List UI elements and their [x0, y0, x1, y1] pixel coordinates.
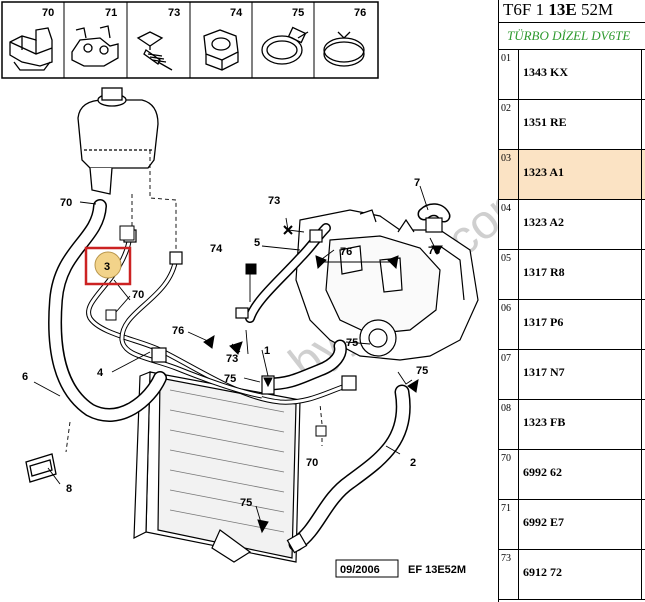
parts-list-panel: T6F 1 13E 52M TÜRBO DİZEL DV6TE 01 1343 K…	[498, 0, 645, 602]
callout-76[interactable]: 76	[172, 325, 184, 337]
part-row-column-edge	[641, 150, 645, 199]
screw-icon	[136, 31, 173, 71]
part-row-column-edge	[641, 500, 645, 549]
part-row-column-edge	[641, 550, 645, 599]
callout-74[interactable]: 74	[210, 243, 223, 255]
part-row-code[interactable]: 1317 N7	[523, 365, 565, 379]
callout-73[interactable]: 73	[226, 353, 238, 365]
part-row-index: 05	[499, 250, 519, 299]
reference-markers	[105, 225, 443, 534]
callout-7[interactable]: 7	[414, 177, 420, 189]
part-row-index: 06	[499, 300, 519, 349]
part-row-code[interactable]: 1351 RE	[523, 115, 567, 129]
part-row-index: 70	[499, 450, 519, 499]
callout-75[interactable]: 75	[416, 365, 428, 377]
callout-3[interactable]: 3	[104, 261, 110, 273]
part-row[interactable]: 73 6912 72	[499, 550, 645, 600]
diagram-date: 09/2006	[340, 564, 380, 576]
part-row-column-edge	[641, 200, 645, 249]
callout-75[interactable]: 75	[346, 337, 358, 349]
callout-73[interactable]: 73	[268, 195, 280, 207]
spring-clamp-icon	[323, 31, 365, 67]
callout-1[interactable]: 1	[264, 345, 270, 357]
icon-num: 71	[105, 7, 117, 19]
icon-strip: 70 71 73 74 75 76	[1, 1, 379, 79]
parts-list: 01 1343 KX 02 1351 RE 03 1323 A1 04 1323 A2 05 13…	[499, 50, 645, 600]
selected-highlight-box	[84, 246, 132, 286]
title-prefix: T6F 1	[503, 0, 549, 19]
part-row-code[interactable]: 1323 FB	[523, 415, 566, 429]
callout-75[interactable]: 75	[224, 373, 236, 385]
part-row-index: 73	[499, 550, 519, 599]
part-row[interactable]: 07 1317 N7	[499, 350, 645, 400]
diagram-ref: EF 13E52M	[408, 564, 466, 576]
part-row-code[interactable]: 6992 E7	[523, 515, 565, 529]
part-row-index: 04	[499, 200, 519, 249]
part-row-index: 71	[499, 500, 519, 549]
icon-num: 70	[42, 7, 54, 19]
callout-70[interactable]: 70	[306, 457, 318, 469]
callout-76[interactable]: 76	[340, 246, 352, 258]
exploded-parts-diagram: 70 71 73 74 75 76	[1, 1, 498, 578]
icon-num: 74	[230, 7, 243, 19]
part-row-index: 07	[499, 350, 519, 399]
part-row[interactable]: 08 1323 FB	[499, 400, 645, 450]
part-row-index: 03	[499, 150, 519, 199]
connector-part-8	[25, 453, 57, 483]
part-row-column-edge	[641, 350, 645, 399]
hose-clamps	[123, 217, 443, 554]
callout-76[interactable]: 76	[428, 245, 440, 257]
title-suffix: 52M	[576, 0, 614, 19]
icon-num: 76	[354, 7, 366, 19]
part-row-code[interactable]: 1317 P6	[523, 315, 564, 329]
callout-70[interactable]: 70	[132, 289, 144, 301]
part-row[interactable]: 03 1323 A1	[499, 150, 645, 200]
hose-clip-icon	[9, 27, 53, 71]
icon-num: 73	[168, 7, 180, 19]
panel-subtitle: TÜRBO DİZEL DV6TE	[499, 23, 645, 50]
callout-70[interactable]: 70	[60, 197, 72, 209]
callout-5[interactable]: 5	[254, 237, 260, 249]
part-row-code[interactable]: 1343 KX	[523, 65, 568, 79]
part-row-index: 02	[499, 100, 519, 149]
expansion-tank	[77, 87, 159, 195]
part-row[interactable]: 70 6992 62	[499, 450, 645, 500]
part-row-column-edge	[641, 50, 645, 99]
part-row[interactable]: 06 1317 P6	[499, 300, 645, 350]
part-row-code[interactable]: 6912 72	[523, 565, 562, 579]
part-row[interactable]: 01 1343 KX	[499, 50, 645, 100]
coolant-hoses	[48, 199, 451, 552]
part-row-code[interactable]: 1323 A2	[523, 215, 565, 229]
part-row-column-edge	[641, 100, 645, 149]
callout-4[interactable]: 4	[97, 367, 104, 379]
hose-clamp-icon	[261, 26, 309, 65]
part-row[interactable]: 02 1351 RE	[499, 100, 645, 150]
callout-6[interactable]: 6	[22, 371, 28, 383]
part-row-code[interactable]: 1317 R8	[523, 265, 565, 279]
part-row-index: 08	[499, 400, 519, 449]
part-row-column-edge	[641, 400, 645, 449]
part-row-code[interactable]: 1323 A1	[523, 165, 565, 179]
panel-title: T6F 1 13E 52M	[499, 0, 645, 23]
part-row-column-edge	[641, 450, 645, 499]
part-row[interactable]: 71 6992 E7	[499, 500, 645, 550]
part-row-column-edge	[641, 250, 645, 299]
icon-num: 75	[292, 7, 304, 19]
callout-8[interactable]: 8	[66, 483, 72, 495]
diagram-footer: 09/2006 EF 13E52M	[335, 559, 466, 578]
callout-75[interactable]: 75	[240, 497, 252, 509]
callout-2[interactable]: 2	[410, 457, 416, 469]
hex-nut-icon	[203, 29, 239, 71]
title-bold: 13E	[548, 0, 577, 19]
hose-bracket-icon	[71, 25, 119, 67]
part-row-index: 01	[499, 50, 519, 99]
callout-labels: 70 73 7 74 5 76 76 3 70 76 4 73 1 75 75 …	[22, 177, 440, 509]
part-row[interactable]: 04 1323 A2	[499, 200, 645, 250]
selected-callout-disk	[94, 251, 122, 279]
part-row-column-edge	[641, 300, 645, 349]
part-row[interactable]: 05 1317 R8	[499, 250, 645, 300]
part-row-code[interactable]: 6992 62	[523, 465, 562, 479]
